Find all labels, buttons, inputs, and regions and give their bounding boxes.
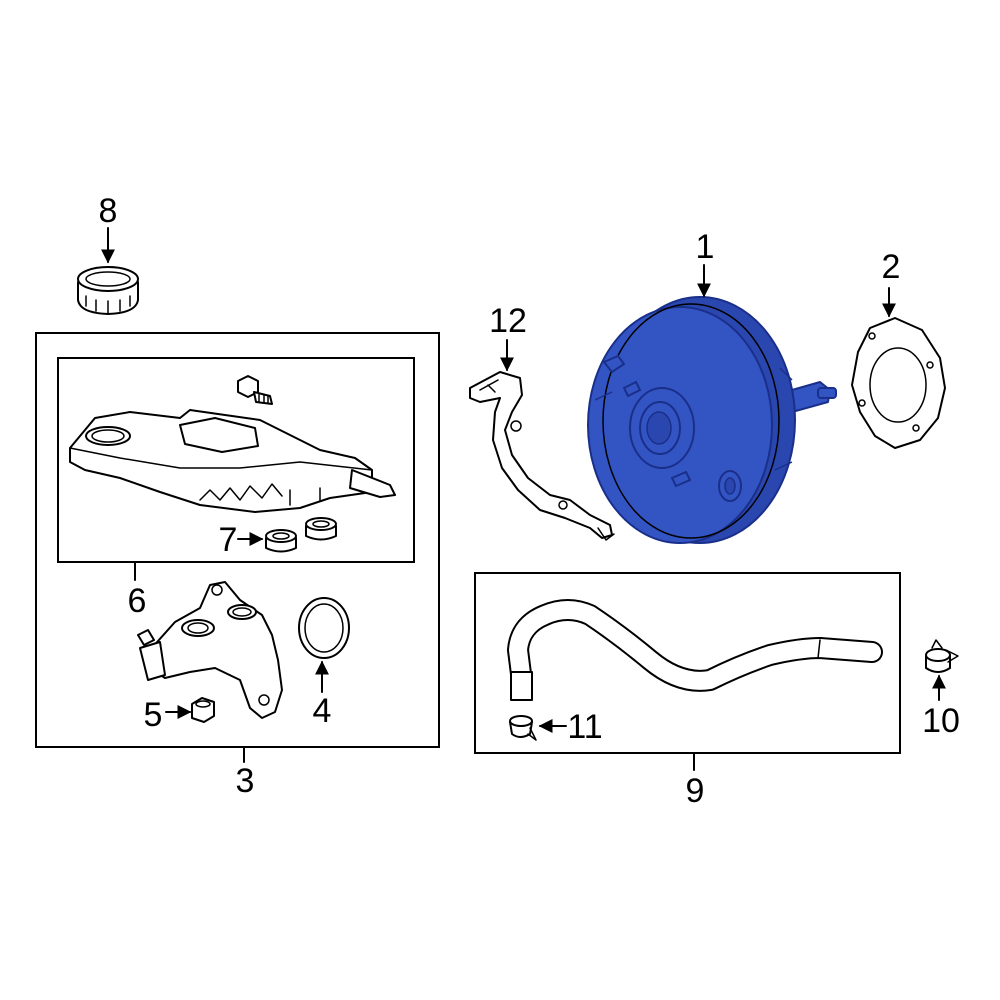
callout-2: 2 xyxy=(882,248,901,286)
master-cylinder-part[interactable] xyxy=(137,581,283,719)
grommet-part-a[interactable] xyxy=(265,529,297,553)
callout-3: 3 xyxy=(236,762,255,800)
callout-11: 11 xyxy=(567,708,602,746)
callout-5: 5 xyxy=(144,696,163,734)
nut-part[interactable] xyxy=(191,697,215,723)
callout-10: 10 xyxy=(922,702,960,740)
bolt-part[interactable] xyxy=(237,375,273,405)
bracket-part[interactable] xyxy=(469,371,615,541)
clamp-part[interactable] xyxy=(925,639,959,673)
hose-clamp-part[interactable] xyxy=(509,715,537,741)
callout-6: 6 xyxy=(128,582,147,620)
assembly-box-9 xyxy=(474,572,901,754)
callout-9: 9 xyxy=(686,772,705,810)
assembly-box-3 xyxy=(35,332,440,748)
assembly-box-6 xyxy=(57,357,415,563)
reservoir-part[interactable] xyxy=(69,409,396,513)
callout-12: 12 xyxy=(489,302,527,340)
brake-booster-part[interactable] xyxy=(587,296,837,544)
booster-pushrod-tip xyxy=(817,387,837,399)
callout-1: 1 xyxy=(696,228,715,266)
gasket-part[interactable] xyxy=(851,317,946,449)
grommet-part-b[interactable] xyxy=(305,517,337,541)
vacuum-hose-part[interactable] xyxy=(507,599,883,701)
callout-8: 8 xyxy=(99,192,118,230)
callout-4: 4 xyxy=(313,692,332,730)
o-ring-part[interactable] xyxy=(298,597,350,659)
reservoir-cap-part[interactable] xyxy=(77,266,139,315)
callout-7: 7 xyxy=(219,521,238,559)
